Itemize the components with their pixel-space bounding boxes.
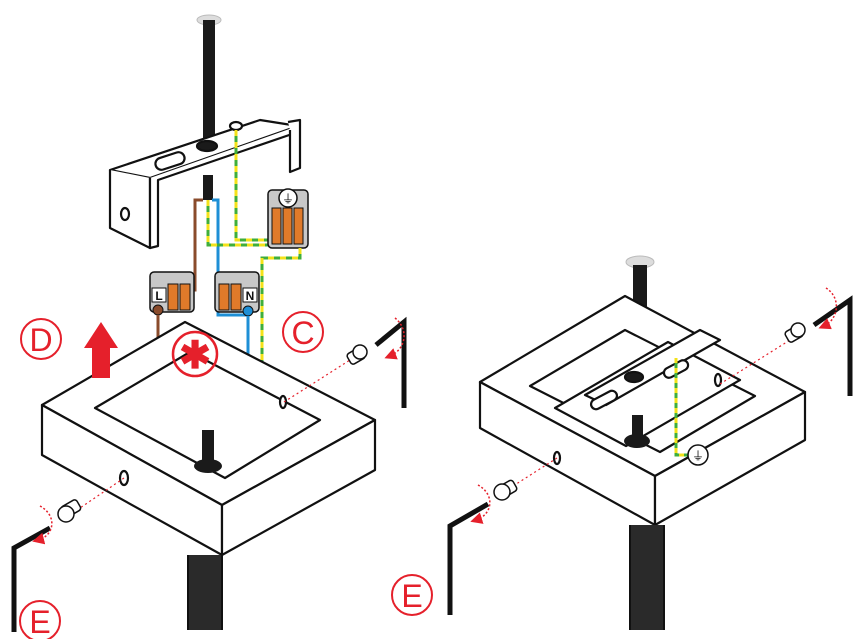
up-arrow-icon xyxy=(84,322,118,378)
earth-symbol-icon xyxy=(278,188,298,208)
earth-label-right: ⏚ xyxy=(692,449,704,463)
rotate-arrow-icon xyxy=(384,317,405,360)
rotate-arrow-icon-right xyxy=(818,287,837,330)
screw-icon-right-box-left xyxy=(493,479,518,501)
canopy-box-right xyxy=(478,294,807,527)
step-c-circle xyxy=(282,311,324,353)
neutral-connector: N xyxy=(214,271,260,317)
hex-key-icon-right-box-left xyxy=(447,501,490,615)
left-assembly: ⏚ L N xyxy=(11,14,407,639)
hex-key-icon-right xyxy=(812,295,853,396)
live-label: L xyxy=(155,289,162,303)
hex-key-icon xyxy=(374,316,407,408)
right-assembly: ⏚ E xyxy=(391,255,853,630)
step-e-right-label: E xyxy=(401,578,422,614)
suspension-rod-upper-left xyxy=(203,20,215,150)
step-c-label: C xyxy=(291,315,314,351)
earth-label-top: ⏚ xyxy=(282,192,294,206)
step-d-circle xyxy=(20,318,62,360)
screw-icon-right xyxy=(784,322,806,343)
live-connector: L xyxy=(149,271,195,316)
attention-asterisk-icon xyxy=(171,330,219,378)
step-e-left-label: E xyxy=(29,604,50,639)
rod-through-bracket-left xyxy=(203,175,213,200)
rotate-arrow-icon-right-box-left xyxy=(470,484,491,524)
attention-label: ✱ xyxy=(179,335,211,377)
screw-icon xyxy=(346,344,368,365)
suspension-rod-lower-left xyxy=(188,555,222,630)
step-e-left-circle xyxy=(19,600,61,639)
screw-icon-left xyxy=(57,499,82,523)
earth-connector: ⏚ xyxy=(267,188,309,249)
neutral-label: N xyxy=(246,289,255,303)
step-d-label: D xyxy=(29,322,52,358)
canopy-box-left xyxy=(40,320,377,557)
mounting-bracket-left xyxy=(108,118,302,250)
step-e-right-circle xyxy=(391,574,433,616)
rotate-arrow-icon-left xyxy=(32,505,53,545)
earth-symbol-icon-right xyxy=(687,444,709,466)
suspension-rod-lower-right xyxy=(630,525,664,630)
